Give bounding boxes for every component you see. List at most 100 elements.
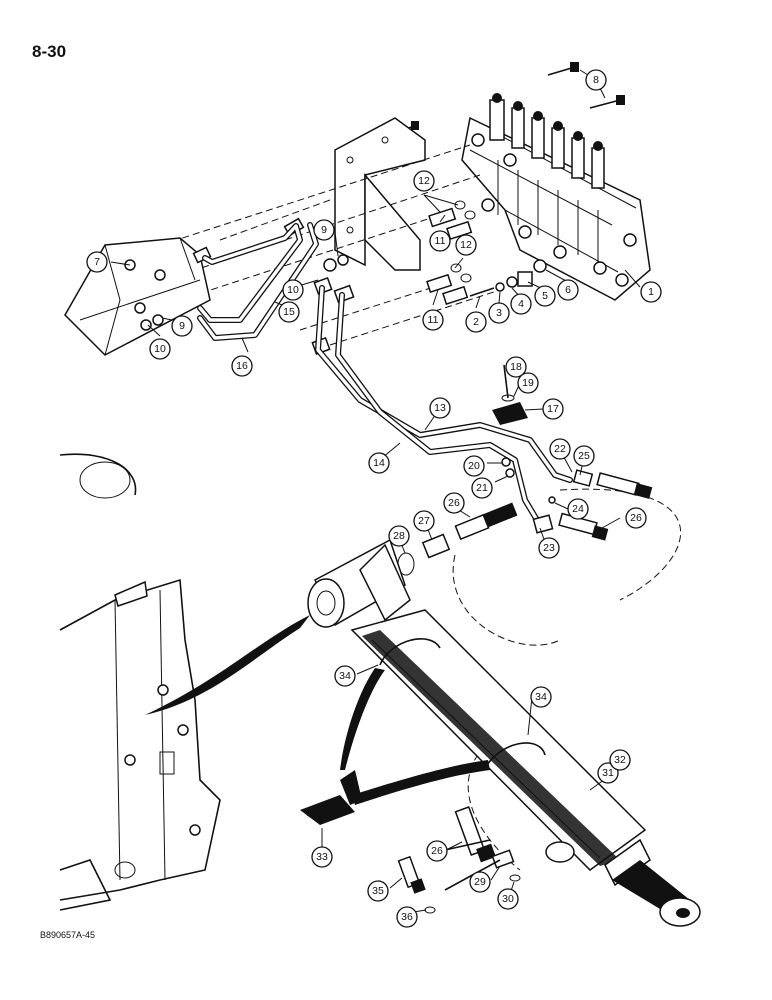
callout-18: 18 bbox=[505, 356, 527, 378]
callout-8: 8 bbox=[585, 69, 607, 91]
callout-number: 22 bbox=[554, 443, 566, 455]
callout-26a: 26 bbox=[443, 492, 465, 514]
callout-7: 7 bbox=[86, 251, 108, 273]
callout-circle bbox=[469, 871, 491, 893]
callout-circle bbox=[585, 69, 607, 91]
callout-circle bbox=[488, 302, 510, 324]
valve-mounting-bracket bbox=[334, 117, 426, 271]
callout-number: 17 bbox=[547, 403, 559, 415]
callout-number: 14 bbox=[373, 457, 385, 469]
callout-circle bbox=[429, 397, 451, 419]
callout-circle bbox=[471, 477, 493, 499]
callout-26b: 26 bbox=[625, 507, 647, 529]
callout-circle bbox=[282, 279, 304, 301]
page-number: 8-30 bbox=[32, 42, 67, 61]
callout-circle bbox=[413, 510, 435, 532]
callout-6: 6 bbox=[557, 279, 579, 301]
callout-circle bbox=[443, 492, 465, 514]
callout-23: 23 bbox=[538, 537, 560, 559]
callout-circle bbox=[625, 507, 647, 529]
callout-circle bbox=[278, 301, 300, 323]
callout-26c: 26 bbox=[426, 840, 448, 862]
callout-circle bbox=[465, 311, 487, 333]
callout-circle bbox=[542, 398, 564, 420]
callout-number: 13 bbox=[434, 402, 446, 414]
callout-circle bbox=[557, 279, 579, 301]
callout-15: 15 bbox=[278, 301, 300, 323]
callout-number: 25 bbox=[578, 450, 590, 462]
callout-circle bbox=[396, 906, 418, 928]
callout-number: 6 bbox=[565, 284, 571, 296]
callout-number: 23 bbox=[543, 542, 555, 554]
callout-number: 31 bbox=[602, 767, 614, 779]
callout-17: 17 bbox=[542, 398, 564, 420]
callout-number: 35 bbox=[372, 885, 384, 897]
callout-circle bbox=[534, 285, 556, 307]
callout-36: 36 bbox=[396, 906, 418, 928]
callout-circle bbox=[455, 234, 477, 256]
loader-arm bbox=[59, 453, 310, 911]
callout-19: 19 bbox=[517, 372, 539, 394]
callout-5: 5 bbox=[534, 285, 556, 307]
callout-1: 1 bbox=[640, 281, 662, 303]
callout-10b: 10 bbox=[282, 279, 304, 301]
callout-circle bbox=[426, 840, 448, 862]
callout-12b: 12 bbox=[455, 234, 477, 256]
callout-circle bbox=[388, 525, 410, 547]
callout-circle bbox=[413, 170, 435, 192]
callout-circle bbox=[311, 846, 333, 868]
valve-guard bbox=[64, 237, 211, 356]
callout-circle bbox=[567, 498, 589, 520]
callout-number: 12 bbox=[418, 175, 430, 187]
callout-29: 29 bbox=[469, 871, 491, 893]
callout-circle bbox=[367, 880, 389, 902]
callout-33: 33 bbox=[311, 846, 333, 868]
callout-number: 4 bbox=[518, 298, 524, 310]
callout-10a: 10 bbox=[149, 338, 171, 360]
callout-2: 2 bbox=[465, 311, 487, 333]
callout-number: 9 bbox=[179, 320, 185, 332]
lower-fittings bbox=[397, 806, 521, 914]
callout-number: 34 bbox=[535, 691, 547, 703]
callout-35: 35 bbox=[367, 880, 389, 902]
callout-number: 36 bbox=[401, 911, 413, 923]
callout-number: 27 bbox=[418, 515, 430, 527]
callout-circle bbox=[505, 356, 527, 378]
callout-number: 11 bbox=[435, 235, 446, 247]
assembly-center-lines bbox=[129, 144, 682, 871]
callout-number: 12 bbox=[460, 239, 472, 251]
callout-number: 20 bbox=[468, 460, 480, 472]
callout-3: 3 bbox=[488, 302, 510, 324]
callout-number: 7 bbox=[94, 256, 100, 268]
callout-circle bbox=[463, 455, 485, 477]
callout-circle bbox=[86, 251, 108, 273]
callout-circle bbox=[609, 749, 631, 771]
callout-20: 20 bbox=[463, 455, 485, 477]
grease-fitting-assembly bbox=[300, 668, 490, 825]
callout-number: 11 bbox=[428, 314, 439, 326]
tube-lines-13-14 bbox=[315, 285, 573, 528]
callout-number: 33 bbox=[316, 851, 328, 863]
callout-27: 27 bbox=[413, 510, 435, 532]
line-fittings bbox=[397, 469, 653, 576]
callout-number: 1 bbox=[648, 286, 654, 298]
tube-clamp bbox=[492, 364, 528, 478]
callout-number: 30 bbox=[502, 893, 514, 905]
callout-number: 16 bbox=[236, 360, 248, 372]
callout-number: 21 bbox=[476, 482, 488, 494]
callout-34b: 34 bbox=[530, 686, 552, 708]
callout-number: 19 bbox=[522, 377, 534, 389]
tube-lines-15-16 bbox=[197, 222, 319, 341]
callout-number: 10 bbox=[287, 284, 299, 296]
callout-30: 30 bbox=[497, 888, 519, 910]
callout-number: 5 bbox=[542, 290, 548, 302]
callout-number: 9 bbox=[321, 224, 327, 236]
callout-14: 14 bbox=[368, 452, 390, 474]
callout-circle bbox=[530, 686, 552, 708]
callout-number: 3 bbox=[496, 307, 502, 319]
callout-11b: 11 bbox=[422, 309, 444, 331]
callout-21: 21 bbox=[471, 477, 493, 499]
callout-9b: 9 bbox=[171, 315, 193, 337]
